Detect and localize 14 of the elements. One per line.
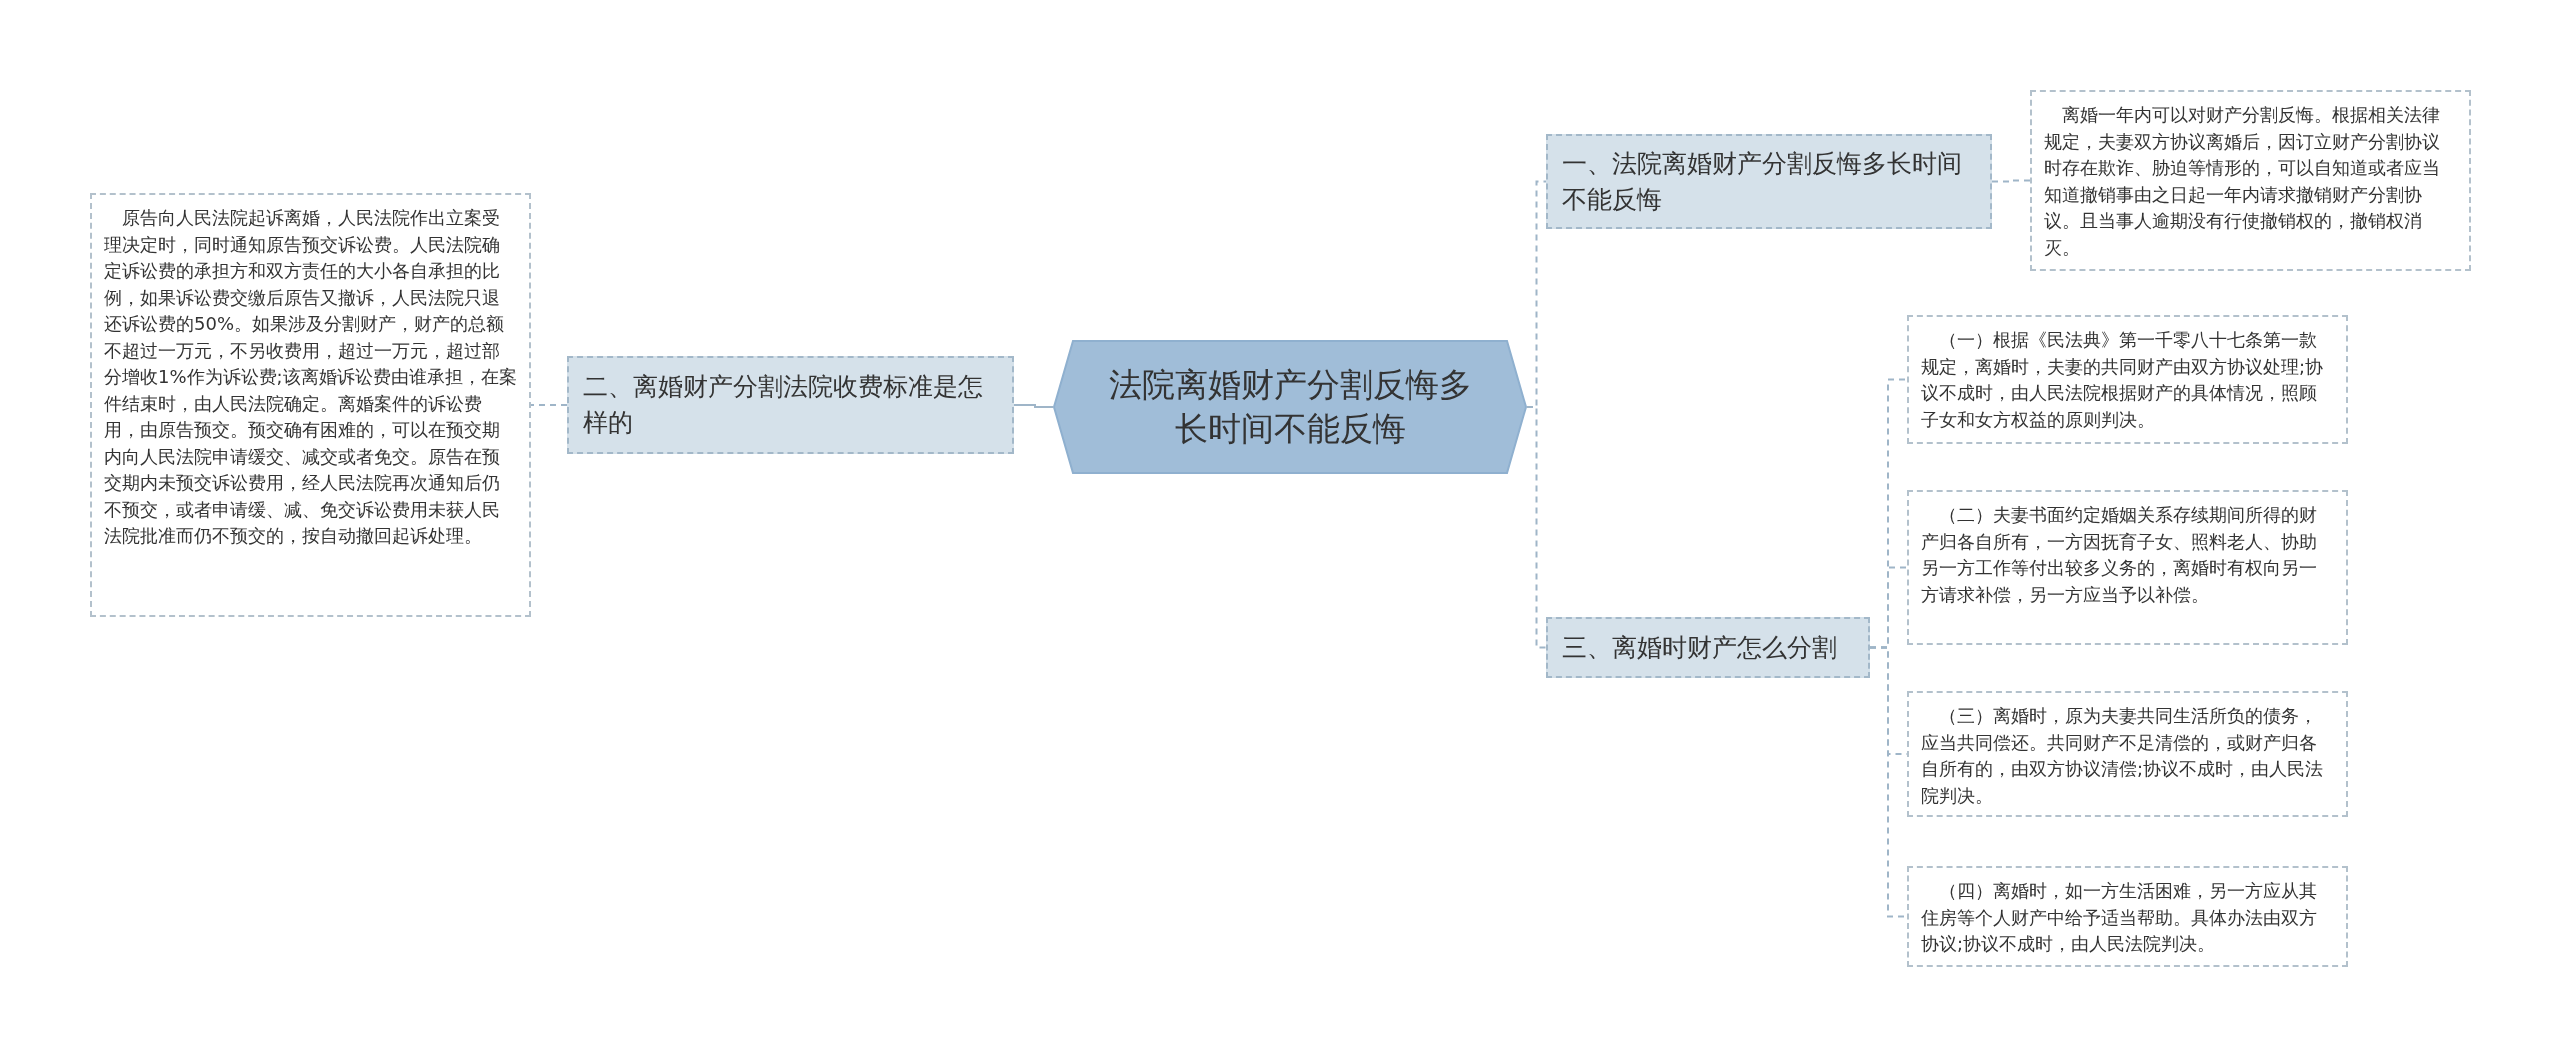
connector (1013, 404, 1054, 408)
connector (530, 404, 568, 406)
detail-note: （二）夫妻书面约定婚姻关系存续期间所得的财产归各自所有，一方因抚育子女、照料老人、协助另一方工作等付出较多义务的，离婚时有权向另一方请求补偿，另一方应当予以补偿。 (1907, 490, 2348, 645)
connector (1526, 406, 1547, 649)
detail-note: （三）离婚时，原为夫妻共同生活所负的债务，应当共同偿还。共同财产不足清偿的，或财产归各自所有的，由双方协议清偿;协议不成时，由人民法院判决。 (1907, 691, 2348, 817)
detail-note: （四）离婚时，如一方生活困难，另一方应从其住房等个人财产中给予适当帮助。具体办法由双方协议;协议不成时，由人民法院判决。 (1907, 866, 2348, 967)
central-topic: 法院离婚财产分割反悔多长时间不能反悔 (1053, 340, 1527, 474)
detail-note: （一）根据《民法典》第一千零八十七条第一款规定，离婚时，夫妻的共同财产由双方协议处理;协议不成时，由人民法院根据财产的具体情况，照顾子女和女方权益的原则判决。 (1907, 315, 2348, 444)
detail-note: 离婚一年内可以对财产分割反悔。根据相关法律规定，夫妻双方协议离婚后，因订立财产分割协议时存在欺诈、胁迫等情形的，可以自知道或者应当知道撤销事由之日起一年内请求撤销财产分割协议。且当事人逾期没有行使撤销权的，撤销权消灭。 (2030, 90, 2471, 271)
connector (1991, 179, 2031, 183)
branch-topic: 二、离婚财产分割法院收费标准是怎样的 (567, 356, 1014, 454)
branch-topic: 一、法院离婚财产分割反悔多长时间不能反悔 (1546, 134, 1992, 229)
detail-note: 原告向人民法院起诉离婚，人民法院作出立案受理决定时，同时通知原告预交诉讼费。人民法院确定诉讼费的承担方和双方责任的大小各自承担的比例，如果诉讼费交缴后原告又撤诉，人民法院只退还诉讼费的50%。如果涉及分割财产，财产的总额不超过一万元，不另收费用，超过一万元，超过部分增收1%作为诉讼费;该离婚诉讼费由谁承担，在案件结束时，由人民法院确定。离婚案件的诉讼费用，由原告预交。预交确有困难的，可以在预交期内向人民法院申请缓交、减交或者免交。原告在预交期内未预交诉讼费用，经人民法院再次通知后仍不预交，或者申请缓、减、免交诉讼费用未获人民法院批准而仍不预交的，按自动撤回起诉处理。 (90, 193, 531, 617)
branch-topic: 三、离婚时财产怎么分割 (1546, 617, 1870, 678)
